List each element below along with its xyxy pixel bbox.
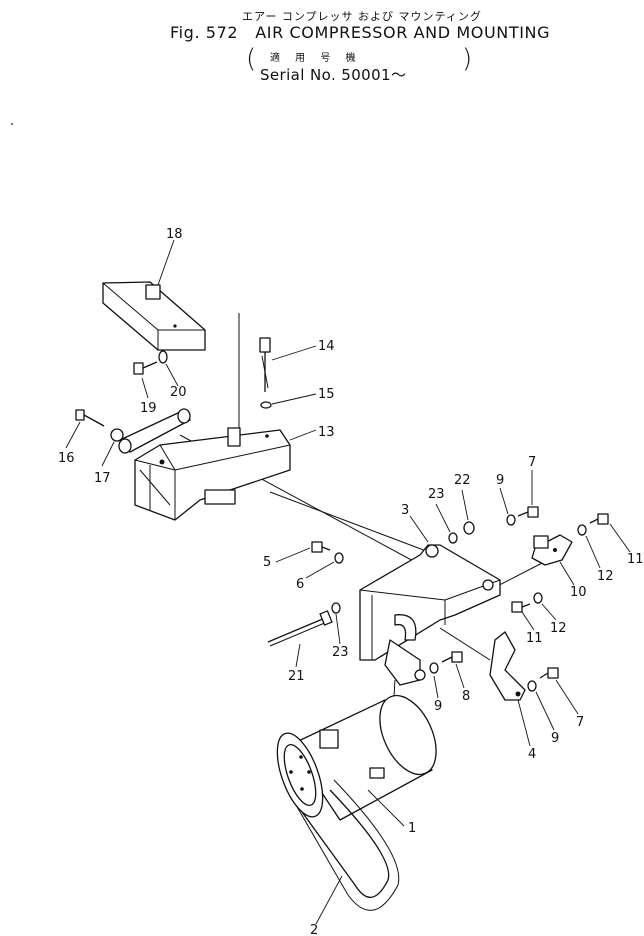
bolt-16: [75, 409, 105, 427]
part-13-main-bracket: [118, 408, 291, 521]
washer-9-middle: [429, 662, 439, 674]
leader-lines: [65, 239, 631, 925]
nut-17: [110, 428, 124, 442]
title-japanese: エアー コンプレッサ および マウンティング: [242, 10, 482, 23]
assembly-lines: [179, 313, 549, 766]
washer-23-upper: [448, 532, 458, 544]
callout-12-right: 12: [597, 569, 614, 584]
callout-8: 8: [462, 689, 470, 704]
part-18-upper-bracket: [102, 281, 206, 351]
bolt-19: [133, 361, 158, 375]
callout-1: 1: [408, 821, 416, 836]
part-3-mounting-plate: [359, 544, 501, 686]
callout-18: 18: [166, 227, 183, 242]
callout-9-middle: 9: [434, 699, 442, 714]
part-15-washer: [260, 401, 272, 409]
callout-7-upper: 7: [528, 455, 536, 470]
part-10-tensioner: [531, 534, 573, 566]
bolt-5: [311, 541, 331, 553]
part-14-bolt: [259, 337, 271, 392]
washer-6: [334, 552, 344, 564]
callout-9-lower: 9: [551, 731, 559, 746]
callout-11-left: 11: [526, 631, 543, 646]
bolt-8: [441, 651, 463, 663]
close-paren: ): [462, 44, 473, 74]
callout-22: 22: [454, 473, 471, 488]
part-2-v-belt: [295, 779, 400, 911]
serial-number: Serial No. 50001～: [260, 66, 407, 84]
washer-23-lower: [331, 602, 341, 614]
bolt-11-lower: [511, 601, 531, 613]
callout-13: 13: [318, 425, 335, 440]
callout-12-left: 12: [550, 621, 567, 636]
callout-17: 17: [94, 471, 111, 486]
callout-2: 2: [310, 923, 318, 936]
callout-3: 3: [401, 503, 409, 518]
figure-name: AIR COMPRESSOR AND MOUNTING: [255, 23, 551, 42]
callout-5: 5: [263, 555, 271, 570]
callout-20: 20: [170, 385, 187, 400]
washer-20: [158, 350, 168, 364]
callout-6: 6: [296, 577, 304, 592]
callout-14: 14: [318, 339, 335, 354]
callout-11-right: 11: [627, 552, 644, 567]
bolt-7-lower: [539, 667, 559, 679]
part-4-adjuster-bracket: [489, 631, 526, 701]
callout-numbers: 1 2 3 4 5 6 7 7 8 9 9 9 10 11 11 12 12 1…: [58, 227, 644, 936]
part-1-compressor: [276, 694, 437, 821]
callout-15: 15: [318, 387, 335, 402]
callout-21: 21: [288, 669, 305, 684]
bolt-11-upper: [589, 513, 609, 525]
callout-23-lower: 23: [332, 645, 349, 660]
washer-12-upper: [577, 524, 587, 536]
washer-9-lower: [527, 680, 537, 692]
open-paren: (: [246, 44, 257, 74]
washer-12-lower: [533, 592, 543, 604]
figure-title: Fig. 572 AIR COMPRESSOR AND MOUNTING: [170, 23, 550, 42]
part-21-bolt: [267, 610, 333, 647]
figure-number: Fig. 572: [170, 23, 239, 42]
stray-dot: [11, 123, 13, 125]
callout-19: 19: [140, 401, 157, 416]
callout-7-lower: 7: [576, 715, 584, 730]
callout-10: 10: [570, 585, 587, 600]
washer-9-upper: [506, 514, 516, 526]
nut-22: [463, 521, 475, 535]
callout-16: 16: [58, 451, 75, 466]
callout-4: 4: [528, 747, 536, 762]
bolt-7-upper: [517, 506, 539, 518]
callout-9-upper: 9: [496, 473, 504, 488]
callout-23-upper: 23: [428, 487, 445, 502]
serial-label-japanese: 適 用 号 機: [270, 53, 362, 64]
